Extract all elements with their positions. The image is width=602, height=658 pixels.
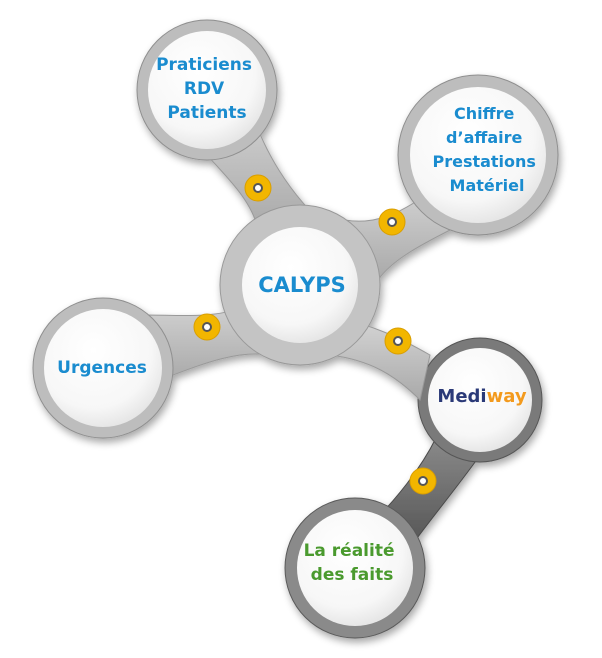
node-bottom-label: La réalité des faits [304, 541, 401, 585]
mediway-logo: Mediway [437, 386, 526, 407]
node-center-label: CALYPS [258, 273, 346, 297]
node-top-label: Praticiens RDV Patients [156, 55, 258, 123]
connectors [193, 174, 437, 495]
connector-bottom [409, 467, 437, 495]
disc-left [44, 309, 162, 427]
disc-mediway [428, 348, 532, 452]
node-labels: Praticiens RDV Patients Chiffre d’affair… [57, 55, 541, 585]
connector-top [244, 174, 272, 202]
node-right-label: Chiffre d’affaire Prestations Matériel [432, 104, 541, 195]
disc-bottom [297, 510, 413, 626]
node-discs [44, 31, 546, 626]
disc-center [242, 227, 358, 343]
connector-left [193, 313, 221, 341]
disc-top [148, 31, 266, 149]
node-left-label: Urgences [57, 358, 147, 378]
disc-right [410, 87, 546, 223]
connector-right [378, 208, 406, 236]
connector-mediway [384, 327, 412, 355]
